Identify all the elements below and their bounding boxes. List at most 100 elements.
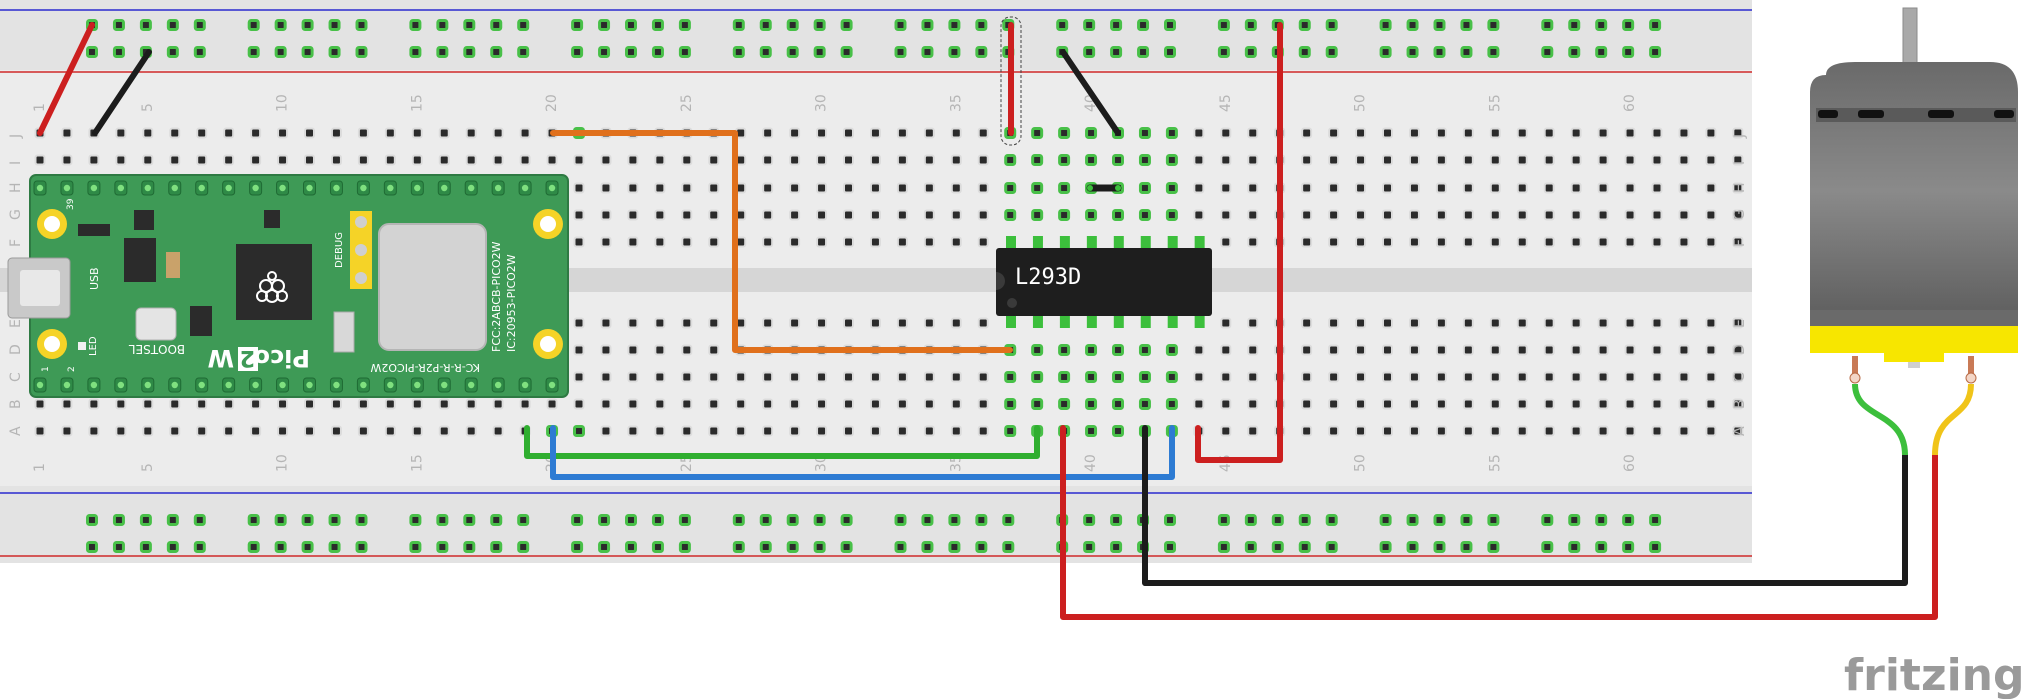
breadboard-hole[interactable] bbox=[600, 236, 612, 248]
breadboard-hole[interactable] bbox=[1597, 371, 1609, 383]
rail-hole[interactable] bbox=[571, 46, 584, 58]
rail-hole[interactable] bbox=[651, 514, 664, 526]
rail-hole[interactable] bbox=[1379, 541, 1392, 553]
breadboard-hole[interactable] bbox=[1058, 371, 1071, 383]
rail-hole[interactable] bbox=[517, 541, 530, 553]
breadboard-hole[interactable] bbox=[1516, 317, 1528, 329]
rail-hole[interactable] bbox=[86, 541, 98, 553]
breadboard-hole[interactable] bbox=[1705, 209, 1717, 221]
breadboard-hole[interactable] bbox=[277, 398, 289, 410]
rail-hole[interactable] bbox=[1164, 541, 1176, 553]
rail-hole[interactable] bbox=[436, 541, 449, 553]
breadboard-hole[interactable] bbox=[223, 425, 235, 437]
rail-hole[interactable] bbox=[1433, 541, 1446, 553]
rail-hole[interactable] bbox=[517, 19, 530, 31]
breadboard-hole[interactable] bbox=[977, 425, 989, 437]
breadboard-hole[interactable] bbox=[1165, 344, 1178, 356]
breadboard-hole[interactable] bbox=[1732, 127, 1744, 139]
rail-hole[interactable] bbox=[436, 19, 449, 31]
wire-orange-signal[interactable] bbox=[550, 130, 1013, 353]
breadboard-hole[interactable] bbox=[330, 127, 342, 139]
rail-hole[interactable] bbox=[1568, 514, 1581, 526]
rail-hole[interactable] bbox=[1568, 541, 1581, 553]
rail-hole[interactable] bbox=[274, 19, 287, 31]
breadboard-hole[interactable] bbox=[115, 425, 127, 437]
breadboard-hole[interactable] bbox=[1382, 127, 1393, 139]
breadboard-hole[interactable] bbox=[843, 127, 854, 139]
rail-hole[interactable] bbox=[1110, 541, 1123, 553]
breadboard-hole[interactable] bbox=[762, 154, 774, 166]
breadboard-hole[interactable] bbox=[1004, 182, 1017, 194]
breadboard-hole[interactable] bbox=[1651, 209, 1663, 221]
breadboard-hole[interactable] bbox=[1165, 127, 1178, 139]
breadboard-hole[interactable] bbox=[1247, 371, 1259, 383]
breadboard-hole[interactable] bbox=[869, 371, 881, 383]
rail-hole[interactable] bbox=[247, 19, 260, 31]
breadboard-hole[interactable] bbox=[816, 182, 828, 194]
breadboard-hole[interactable] bbox=[654, 344, 666, 356]
breadboard-hole[interactable] bbox=[223, 127, 235, 139]
rail-hole[interactable] bbox=[86, 46, 98, 58]
breadboard-hole[interactable] bbox=[789, 371, 801, 383]
breadboard-hole[interactable] bbox=[1624, 317, 1636, 329]
breadboard-hole[interactable] bbox=[950, 236, 962, 248]
rail-hole[interactable] bbox=[1406, 541, 1419, 553]
breadboard-hole[interactable] bbox=[1031, 154, 1044, 166]
breadboard-hole[interactable] bbox=[1220, 127, 1232, 139]
rail-hole[interactable] bbox=[571, 541, 584, 553]
wire-black-ic-ground[interactable] bbox=[1060, 49, 1121, 136]
rail-hole[interactable] bbox=[1325, 19, 1338, 31]
breadboard-hole[interactable] bbox=[465, 127, 477, 139]
breadboard-hole[interactable] bbox=[1435, 317, 1447, 329]
rail-hole[interactable] bbox=[1379, 514, 1392, 526]
breadboard-hole[interactable] bbox=[681, 344, 693, 356]
breadboard-hole[interactable] bbox=[573, 209, 585, 221]
breadboard-hole[interactable] bbox=[1678, 344, 1690, 356]
breadboard-hole[interactable] bbox=[34, 398, 46, 410]
breadboard-hole[interactable] bbox=[1489, 317, 1501, 329]
rail-hole[interactable] bbox=[274, 541, 287, 553]
breadboard-hole[interactable] bbox=[1624, 209, 1636, 221]
breadboard-hole[interactable] bbox=[1382, 398, 1393, 410]
rail-hole[interactable] bbox=[1406, 46, 1419, 58]
breadboard-hole[interactable] bbox=[1435, 398, 1447, 410]
breadboard-hole[interactable] bbox=[573, 317, 585, 329]
breadboard-hole[interactable] bbox=[1435, 236, 1447, 248]
rail-hole[interactable] bbox=[1217, 514, 1230, 526]
breadboard-hole[interactable] bbox=[196, 425, 208, 437]
breadboard-hole[interactable] bbox=[250, 154, 262, 166]
breadboard-hole[interactable] bbox=[1247, 154, 1259, 166]
breadboard-hole[interactable] bbox=[1112, 398, 1124, 410]
breadboard-hole[interactable] bbox=[1705, 317, 1717, 329]
rail-hole[interactable] bbox=[813, 46, 826, 58]
breadboard-hole[interactable] bbox=[88, 425, 100, 437]
breadboard-hole[interactable] bbox=[762, 317, 774, 329]
breadboard-hole[interactable] bbox=[708, 371, 720, 383]
breadboard-hole[interactable] bbox=[1301, 425, 1313, 437]
breadboard-hole[interactable] bbox=[1408, 317, 1420, 329]
breadboard-hole[interactable] bbox=[1678, 425, 1690, 437]
breadboard-hole[interactable] bbox=[411, 154, 423, 166]
rail-hole[interactable] bbox=[490, 514, 503, 526]
breadboard-hole[interactable] bbox=[1301, 154, 1313, 166]
rail-hole[interactable] bbox=[894, 541, 907, 553]
breadboard-hole[interactable] bbox=[681, 371, 693, 383]
breadboard-hole[interactable] bbox=[1570, 398, 1582, 410]
rail-hole[interactable] bbox=[786, 46, 799, 58]
rail-hole[interactable] bbox=[1164, 514, 1176, 526]
breadboard-hole[interactable] bbox=[977, 209, 989, 221]
breadboard-hole[interactable] bbox=[681, 398, 693, 410]
breadboard-hole[interactable] bbox=[1193, 209, 1205, 221]
rail-hole[interactable] bbox=[625, 541, 637, 553]
rail-hole[interactable] bbox=[840, 541, 853, 553]
rail-hole[interactable] bbox=[1622, 19, 1635, 31]
breadboard-hole[interactable] bbox=[843, 236, 854, 248]
rail-hole[interactable] bbox=[1244, 19, 1257, 31]
breadboard-hole[interactable] bbox=[250, 425, 262, 437]
breadboard-hole[interactable] bbox=[1220, 398, 1232, 410]
breadboard-hole[interactable] bbox=[1247, 425, 1259, 437]
breadboard-hole[interactable] bbox=[627, 182, 639, 194]
breadboard-hole[interactable] bbox=[1382, 182, 1393, 194]
rail-hole[interactable] bbox=[1083, 514, 1096, 526]
breadboard-hole[interactable] bbox=[1543, 398, 1555, 410]
